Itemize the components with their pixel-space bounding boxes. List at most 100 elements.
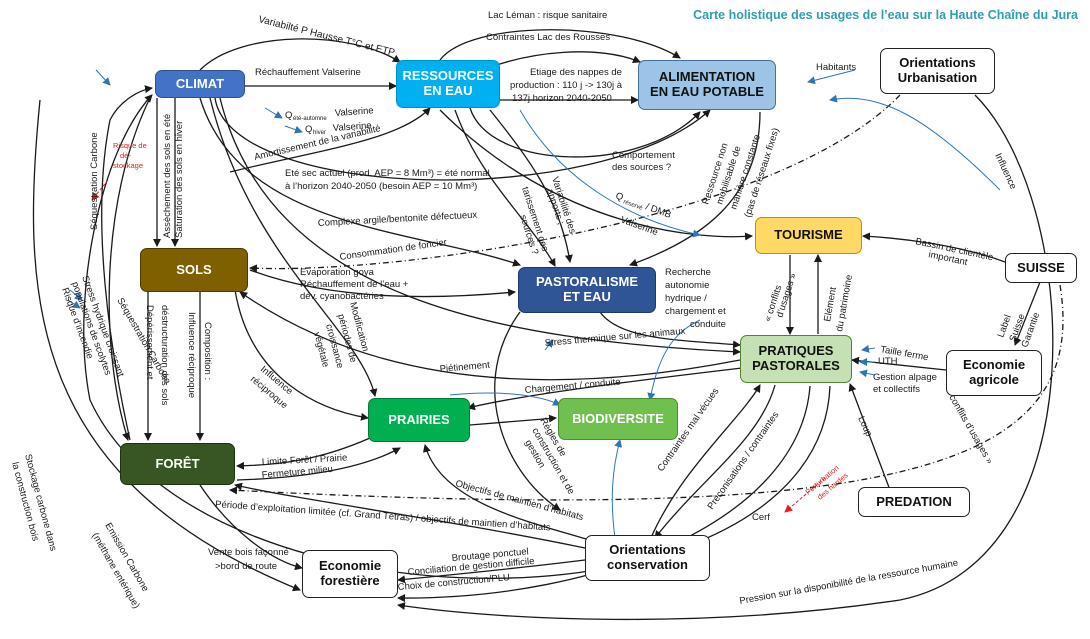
node-foret[interactable]: FORÊT: [120, 443, 235, 485]
edge-blue-habitants: [807, 69, 856, 85]
node-climat[interactable]: CLIMAT: [155, 70, 245, 98]
edge-label-l36: hydrique /: [665, 293, 707, 304]
edge-conservation-prairies: [422, 444, 591, 541]
edge-label-l83: « conflits d’usages »: [942, 386, 995, 466]
edge-label-l64: Saturation des sols en hiver: [174, 121, 185, 238]
edge-prairies-foret-2: [236, 447, 401, 481]
edge-conservation-pratiques: [649, 384, 761, 541]
edge-label-l27: Complexe argile/bentonite défectueux: [318, 210, 478, 229]
node-biodiversite[interactable]: BIODIVERSITE: [558, 398, 678, 440]
edge-label-l25: Q: [614, 190, 625, 203]
edge-label-l7: 137j horizon 2040-2050: [512, 93, 612, 104]
edge-label-l8: Habitants: [816, 62, 856, 73]
edge-blue-q2: [284, 125, 303, 134]
edge-label-l14: Comportement: [612, 150, 675, 161]
edge-ressources-aep-1: [439, 29, 681, 61]
edge-label-l10s: hiver: [313, 130, 326, 136]
edge-label-l38: conduite: [690, 319, 726, 330]
edge-label-l35: autonomie: [665, 280, 709, 291]
edge-stockage: [32, 99, 301, 592]
edge-label-l3: Contraintes Lac des Rousses: [486, 32, 610, 43]
edge-blue-taille: [861, 344, 876, 353]
node-pastoralisme[interactable]: PASTORALISME ET EAU: [518, 267, 656, 313]
edge-ressources-tourisme: [439, 109, 753, 241]
edge-label-l67: dé-: [120, 151, 131, 160]
node-ressources[interactable]: RESSOURCES EN EAU: [396, 60, 500, 108]
edge-ressources-aep-4: [469, 107, 701, 158]
edge-blue-pratiques-biodiv: [647, 319, 701, 401]
edge-label-l12: Eté sec actuel (prod. AEP = 8 Mm³) = été…: [285, 168, 490, 179]
node-tourisme[interactable]: TOURISME: [755, 217, 862, 254]
node-eco-agricole[interactable]: Economie agricole: [946, 350, 1042, 396]
edge-label-l25b: / DMB: [644, 201, 673, 220]
node-predation[interactable]: PREDATION: [858, 487, 970, 517]
node-eco-forestiere[interactable]: Economie forestière: [302, 550, 398, 598]
edge-label-l56: Influence réciproque: [186, 312, 197, 398]
edge-conservation-ecofor: [397, 559, 586, 584]
edge-blue-foret-left2: [67, 299, 81, 309]
edge-label-l15: des sources ?: [612, 162, 671, 173]
edge-label-l92: Pression sur la disponibilité de la ress…: [739, 558, 959, 607]
edge-ressources-pastoralisme-2: [489, 109, 573, 263]
edge-complexe: [199, 97, 521, 267]
edge-label-l85: Période d’exploitation limitée (cf. Gran…: [215, 499, 551, 533]
edge-pratiques-conservation: [654, 384, 776, 539]
edge-label-l33: dév. cyanobactéries: [300, 291, 384, 302]
edge-blue-q1: [264, 107, 283, 119]
edge-blue-conservation-biodiv: [611, 439, 623, 539]
edge-label-l31: Evaporation goya: [300, 267, 375, 278]
edge-label-l9s: été-automne: [293, 116, 327, 122]
edge-suisse-eco: [1013, 281, 1041, 346]
edge-pratiques-pastoralisme: [494, 311, 561, 511]
node-pratiques[interactable]: PRATIQUES PASTORALES: [740, 335, 852, 383]
node-prairies[interactable]: PRAIRIES: [368, 398, 470, 442]
edge-aep-pastoralisme: [629, 111, 761, 267]
edge-label-l55: Composition :: [202, 322, 213, 380]
edge-stress-thermique: [219, 97, 741, 356]
edge-blue-qr: [519, 109, 701, 238]
edge-red-hardes: [784, 477, 826, 513]
edge-prairies-biodiv: [469, 414, 557, 426]
edge-blue-prairies-biodiv: [449, 392, 561, 406]
edge-label-l28: Consommation de foncier: [339, 237, 448, 263]
edge-label-l9: Q: [285, 110, 292, 121]
edge-label-l48: UTH: [878, 356, 898, 367]
node-alimentation[interactable]: ALIMENTATION EN EAU POTABLE: [638, 60, 776, 110]
edge-climat-prairies: [209, 97, 378, 397]
map-title: Carte holistique des usages de l’eau sur…: [693, 8, 1078, 22]
edge-label-l57: Dépérissement et: [144, 305, 155, 380]
edge-amortissement: [229, 107, 431, 173]
edge-label-l10b: Valserine: [332, 120, 372, 134]
edge-label-l79: Préconisations / contraintes: [705, 410, 781, 512]
edge-label-l49: Gestion alpage: [873, 372, 937, 383]
edge-prairies-foret: [236, 437, 371, 470]
edge-pastoralisme-pratiques: [599, 311, 741, 349]
edge-label-l51: Piétinement: [439, 360, 490, 375]
edge-ete-sec: [214, 97, 711, 181]
edge-label-l1: Variabilté P Hausse T°C et ETP: [257, 14, 396, 59]
node-conservation[interactable]: Orientations conservation: [585, 535, 710, 581]
edge-sols-pastoralisme: [249, 269, 516, 298]
edge-label-l9b: Valserine: [334, 105, 374, 119]
edge-label-l80: Loup: [855, 415, 874, 439]
edge-blue-influence: [829, 94, 1001, 191]
edge-label-l13: à l’horizon 2040-2050 (besoin AEP = 10 M…: [285, 181, 477, 192]
edge-label-l86: Cerf: [752, 512, 770, 523]
edge-label-l66: Risque de: [113, 141, 147, 150]
edge-label-l6: production : 110 j -> 130j à: [510, 80, 623, 91]
edge-label-l42: du patrimoine: [834, 274, 855, 333]
node-urbanisation[interactable]: Orientations Urbanisation: [880, 48, 995, 94]
edge-blue-foret-left: [69, 289, 83, 301]
edge-climat-ressources: [199, 38, 401, 71]
edge-predation-pratiques: [848, 383, 891, 491]
edge-chargement: [467, 367, 743, 411]
edge-blue-seq: [95, 69, 111, 86]
edge-label-l20: Influence: [992, 152, 1018, 192]
edge-sols-prairies: [234, 289, 369, 421]
node-sols[interactable]: SOLS: [140, 248, 248, 292]
node-suisse[interactable]: SUISSE: [1005, 253, 1077, 283]
edge-pietinement: [239, 291, 741, 381]
edge-blue-gestion: [859, 369, 876, 378]
edge-foret-climat: [101, 85, 153, 441]
edge-label-l46: Stress thermique sur les animaux: [544, 326, 686, 349]
